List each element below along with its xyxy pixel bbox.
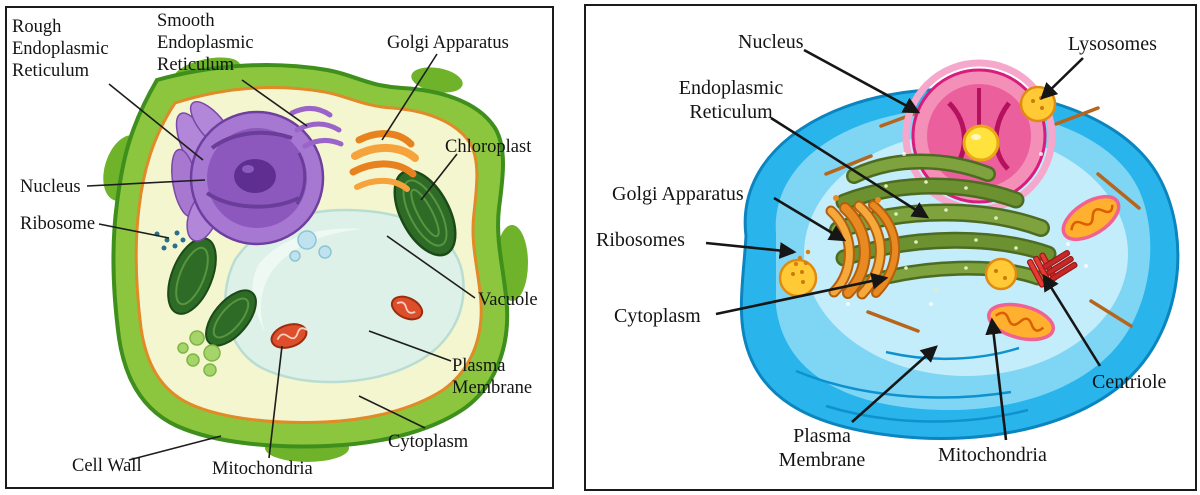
golgi-apparatus-illustration [349,130,419,192]
arrow-centriole [1042,273,1102,367]
pointer-arrows [705,48,1102,441]
mitochondria-illustration [986,194,1121,342]
leader-golgi [381,53,438,141]
plant-cell-illustration [86,53,528,462]
leader-smooth-er [241,79,308,127]
leader-chloroplast [420,153,458,201]
leader-ribosome [98,223,170,239]
panel-animal-cell: Nucleus Lysosomes Endoplasmic Reticulum … [584,4,1197,491]
leader-mitochondria [268,345,283,459]
leader-nucleus [86,179,206,187]
panel-plant-cell: Rough Endoplasmic Reticulum Smooth Endop… [5,6,554,489]
leader-cytoplasm [358,395,426,429]
cytoplasm-speckles [846,152,1088,306]
label-ribosomes: Ribosomes [596,229,685,251]
chloroplast-illustration [167,169,457,347]
label-ribosome: Ribosome [20,214,96,234]
label-centriole: Centriole [1092,371,1167,393]
label-smooth-endoplasmic-reticulum: Smooth Endoplasmic Reticulum [157,11,254,76]
leader-vacuole [386,235,476,299]
leader-rough-er [108,83,204,161]
label-cytoplasm: Cytoplasm [614,305,701,327]
label-cytoplasm: Cytoplasm [388,432,469,452]
arrow-nucleus [803,48,921,114]
smooth-er-illustration [289,106,344,149]
arrow-endoplasmic-reticulum [770,116,930,219]
nucleus-illustration [189,110,325,246]
label-chloroplast: Chloroplast [445,137,532,157]
label-cell-wall: Cell Wall [72,456,142,476]
mitochondria-illustration [270,295,424,349]
animal-cell-illustration [705,48,1180,441]
arrow-mitochondria [985,317,1008,441]
label-mitochondria: Mitochondria [212,459,313,479]
label-nucleus: Nucleus [738,31,804,53]
leader-cell-wall [128,435,222,461]
label-golgi-apparatus: Golgi Apparatus [612,183,744,205]
arrow-cytoplasm [715,272,889,316]
label-plasma-membrane: Plasma Membrane [778,425,866,471]
arrow-ribosomes [705,241,797,259]
leader-plasma-membrane [368,330,452,362]
label-rough-endoplasmic-reticulum: Rough Endoplasmic Reticulum [12,17,109,82]
arrow-plasma-membrane [851,345,938,423]
label-golgi-apparatus: Golgi Apparatus [387,33,509,53]
label-nucleus: Nucleus [20,177,81,197]
label-mitochondria: Mitochondria [938,444,1047,466]
label-lysosomes: Lysosomes [1068,33,1157,55]
arrow-golgi [773,196,847,242]
label-plasma-membrane: Plasma Membrane [452,356,533,399]
arrow-lysosomes [1040,57,1084,100]
label-vacuole: Vacuole [478,290,538,310]
granules-illustration [177,330,221,377]
centriole-illustration [1026,249,1078,288]
label-endoplasmic-reticulum: Endoplasmic Reticulum [678,77,784,123]
leader-lines [86,53,476,461]
vesicles-illustration [289,230,332,262]
